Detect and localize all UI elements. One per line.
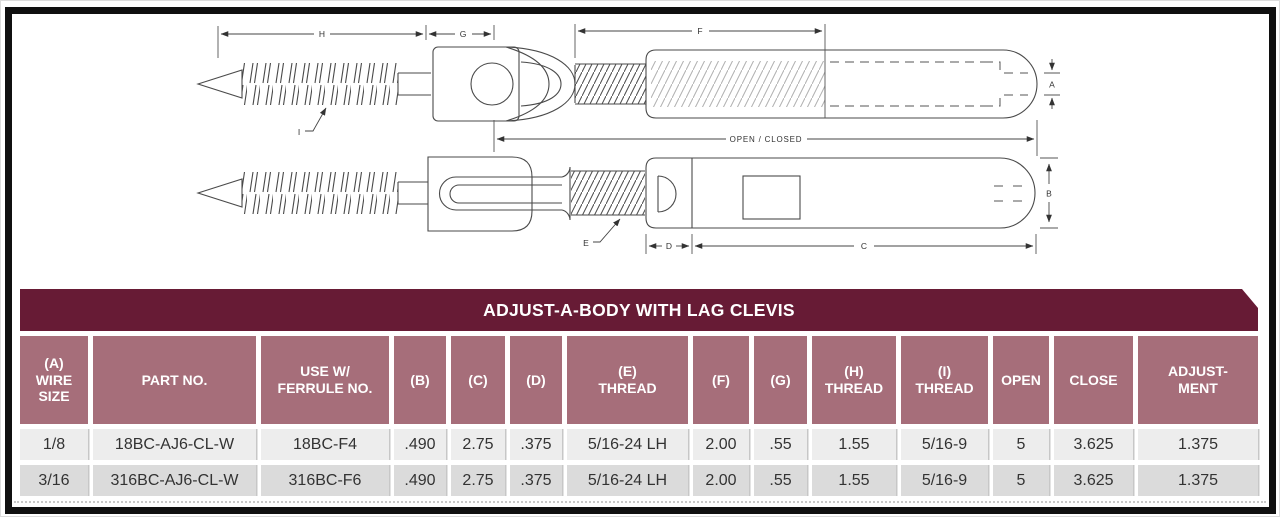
cell-r1-c9: 1.55 [812,465,896,496]
technical-drawing: H G F A OPEN / CLOSED B [197,24,1060,254]
cell-r0-c5: .375 [510,429,562,460]
cell-r1-c5: .375 [510,465,562,496]
cell-r1-c13: 1.375 [1138,465,1258,496]
cell-r0-c4: 2.75 [451,429,505,460]
dimensions: H G F A OPEN / CLOSED B [217,24,1060,254]
cell-r0-c10: 5/16-9 [901,429,988,460]
col-header-2: USE W/ FERRULE NO. [261,336,389,424]
cell-r1-c1: 316BC-AJ6-CL-W [93,465,256,496]
col-header-7: (F) [693,336,749,424]
cell-r0-c8: .55 [754,429,807,460]
cell-r1-c3: .490 [394,465,446,496]
dim-label-e: E [583,238,589,248]
cell-r0-c13: 1.375 [1138,429,1258,460]
col-header-1: PART NO. [93,336,256,424]
perforation-line [14,501,1266,503]
col-header-4: (C) [451,336,505,424]
cell-r1-c11: 5 [993,465,1049,496]
cell-r1-c10: 5/16-9 [901,465,988,496]
clevis-pin-hole [470,62,514,106]
col-header-6: (E) THREAD [567,336,688,424]
dim-label-h: H [319,29,325,39]
col-header-10: (I) THREAD [901,336,988,424]
cell-r1-c6: 5/16-24 LH [567,465,688,496]
clevis-side [427,156,533,232]
dim-label-a: A [1049,80,1055,90]
cell-r0-c12: 3.625 [1054,429,1133,460]
col-header-0: (A) WIRE SIZE [20,336,88,424]
cell-r1-c0: 3/16 [20,465,88,496]
cell-r0-c1: 18BC-AJ6-CL-W [93,429,256,460]
threaded-stud-top [575,64,646,104]
dim-label-f: F [697,26,702,36]
cell-r1-c8: .55 [754,465,807,496]
col-header-13: ADJUST- MENT [1138,336,1258,424]
threaded-stud-side [571,171,645,215]
dim-label-c: C [861,241,867,251]
cell-r0-c6: 5/16-24 LH [567,429,688,460]
cell-r0-c7: 2.00 [693,429,749,460]
dim-label-b: B [1046,189,1052,199]
dim-label-d: D [666,241,672,251]
cell-r0-c3: .490 [394,429,446,460]
col-header-5: (D) [510,336,562,424]
table-title: ADJUST-A-BODY WITH LAG CLEVIS [20,289,1258,331]
cell-r0-c11: 5 [993,429,1049,460]
bottom-view [197,156,1036,232]
col-header-8: (G) [754,336,807,424]
cell-r1-c4: 2.75 [451,465,505,496]
cell-r1-c2: 316BC-F6 [261,465,389,496]
cell-r0-c0: 1/8 [20,429,88,460]
cell-r1-c7: 2.00 [693,465,749,496]
dim-label-open-closed: OPEN / CLOSED [730,135,803,144]
col-header-9: (H) THREAD [812,336,896,424]
body-window [742,175,801,220]
dim-label-i: I [298,127,300,137]
col-header-11: OPEN [993,336,1049,424]
cell-r0-c9: 1.55 [812,429,896,460]
col-header-12: CLOSE [1054,336,1133,424]
cell-r1-c12: 3.625 [1054,465,1133,496]
cell-r0-c2: 18BC-F4 [261,429,389,460]
col-header-3: (B) [394,336,446,424]
body-side [645,157,1036,229]
top-view [197,46,1038,122]
dim-label-g: G [460,29,467,39]
